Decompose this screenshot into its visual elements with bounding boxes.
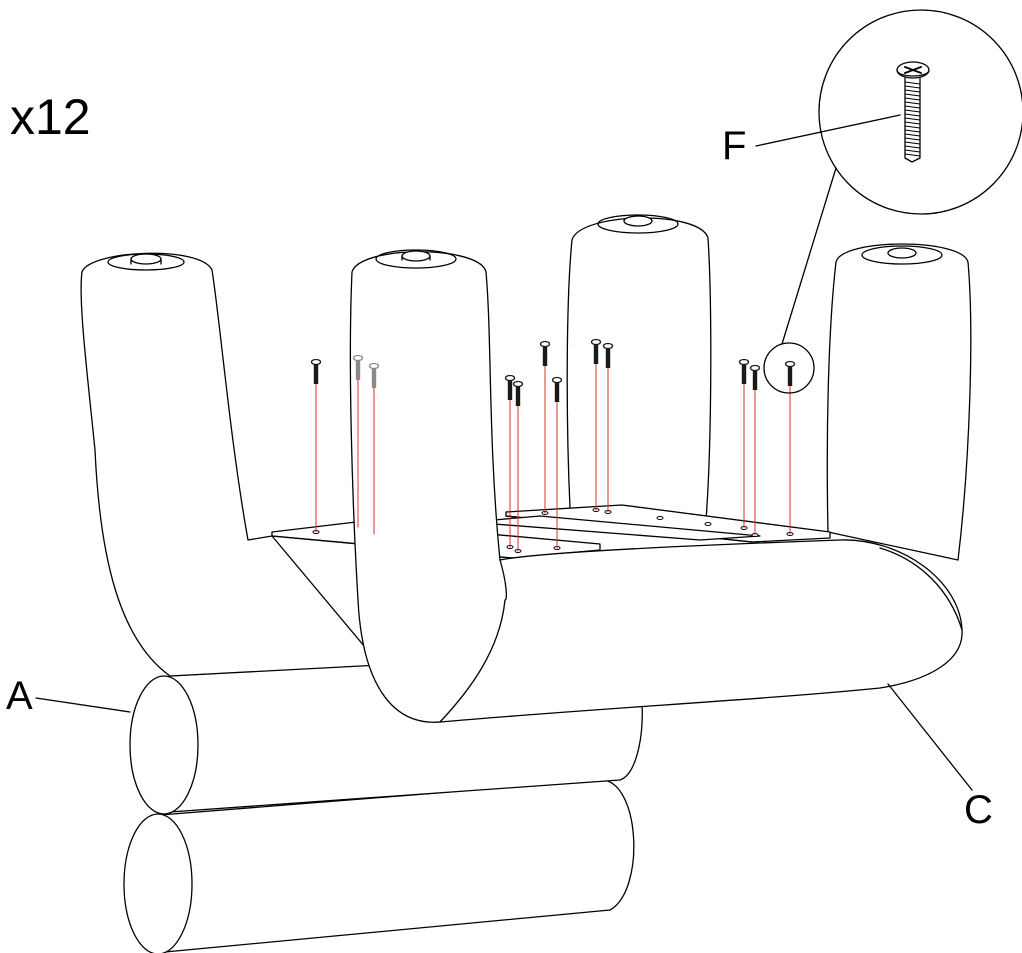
leader-A bbox=[35, 697, 131, 713]
screw bbox=[749, 364, 761, 390]
lower-cylinder-body bbox=[159, 779, 635, 953]
screw-thread bbox=[904, 141, 921, 145]
left-arm-cap bbox=[130, 253, 162, 265]
front-post-cap bbox=[401, 250, 431, 262]
screw-thread bbox=[904, 145, 921, 149]
screw-thread bbox=[904, 117, 921, 121]
leader-C bbox=[887, 683, 973, 791]
frame-front bbox=[349, 249, 963, 723]
screw bbox=[512, 380, 524, 406]
leader-lines bbox=[35, 114, 973, 791]
screw-thread bbox=[904, 113, 921, 117]
screw-thread bbox=[904, 81, 921, 85]
screw bbox=[539, 340, 551, 366]
callout-connector bbox=[781, 167, 837, 345]
screw-thread bbox=[904, 109, 921, 113]
screw-thread bbox=[904, 125, 921, 129]
screw-thread bbox=[904, 89, 921, 93]
rear-post-ring bbox=[597, 214, 679, 234]
screw bbox=[551, 376, 563, 402]
screw bbox=[310, 358, 322, 384]
screw-thread bbox=[904, 105, 921, 109]
screw bbox=[590, 338, 602, 364]
right-post-cap bbox=[887, 247, 917, 259]
leader-F bbox=[755, 114, 901, 147]
screw-thread bbox=[904, 129, 921, 133]
screw bbox=[352, 354, 364, 380]
screw bbox=[504, 374, 516, 400]
screws-group bbox=[310, 338, 796, 406]
quantity-label: x12 bbox=[10, 89, 91, 145]
screw bbox=[738, 358, 750, 384]
screw-thread bbox=[904, 137, 921, 141]
part-label-a: A bbox=[6, 674, 33, 718]
part-label-c: C bbox=[964, 788, 993, 832]
lower-cylinder-end bbox=[123, 813, 193, 953]
right-post-ring bbox=[861, 245, 943, 265]
frame-rear-posts bbox=[566, 214, 972, 561]
screw-thread bbox=[904, 85, 921, 89]
screw-thread bbox=[904, 97, 921, 101]
screw-thread bbox=[904, 121, 921, 125]
callout-small-circle bbox=[763, 342, 815, 394]
enlarged-screw bbox=[896, 61, 930, 163]
front-post-ring bbox=[375, 249, 457, 269]
screw bbox=[368, 362, 380, 388]
guide-lines bbox=[315, 363, 791, 552]
screw-thread bbox=[904, 93, 921, 97]
screw-thread bbox=[904, 101, 921, 105]
screw bbox=[602, 342, 614, 368]
screw bbox=[784, 360, 796, 386]
screw-thread bbox=[904, 149, 921, 153]
screw-detail-callout bbox=[763, 9, 1022, 394]
part-label-f: F bbox=[722, 124, 747, 168]
screw-thread bbox=[904, 133, 921, 137]
frame-left-arm bbox=[80, 252, 381, 677]
rear-post-cap bbox=[623, 215, 653, 227]
screw-thread bbox=[904, 153, 921, 157]
upper-cylinder-end bbox=[129, 675, 199, 815]
